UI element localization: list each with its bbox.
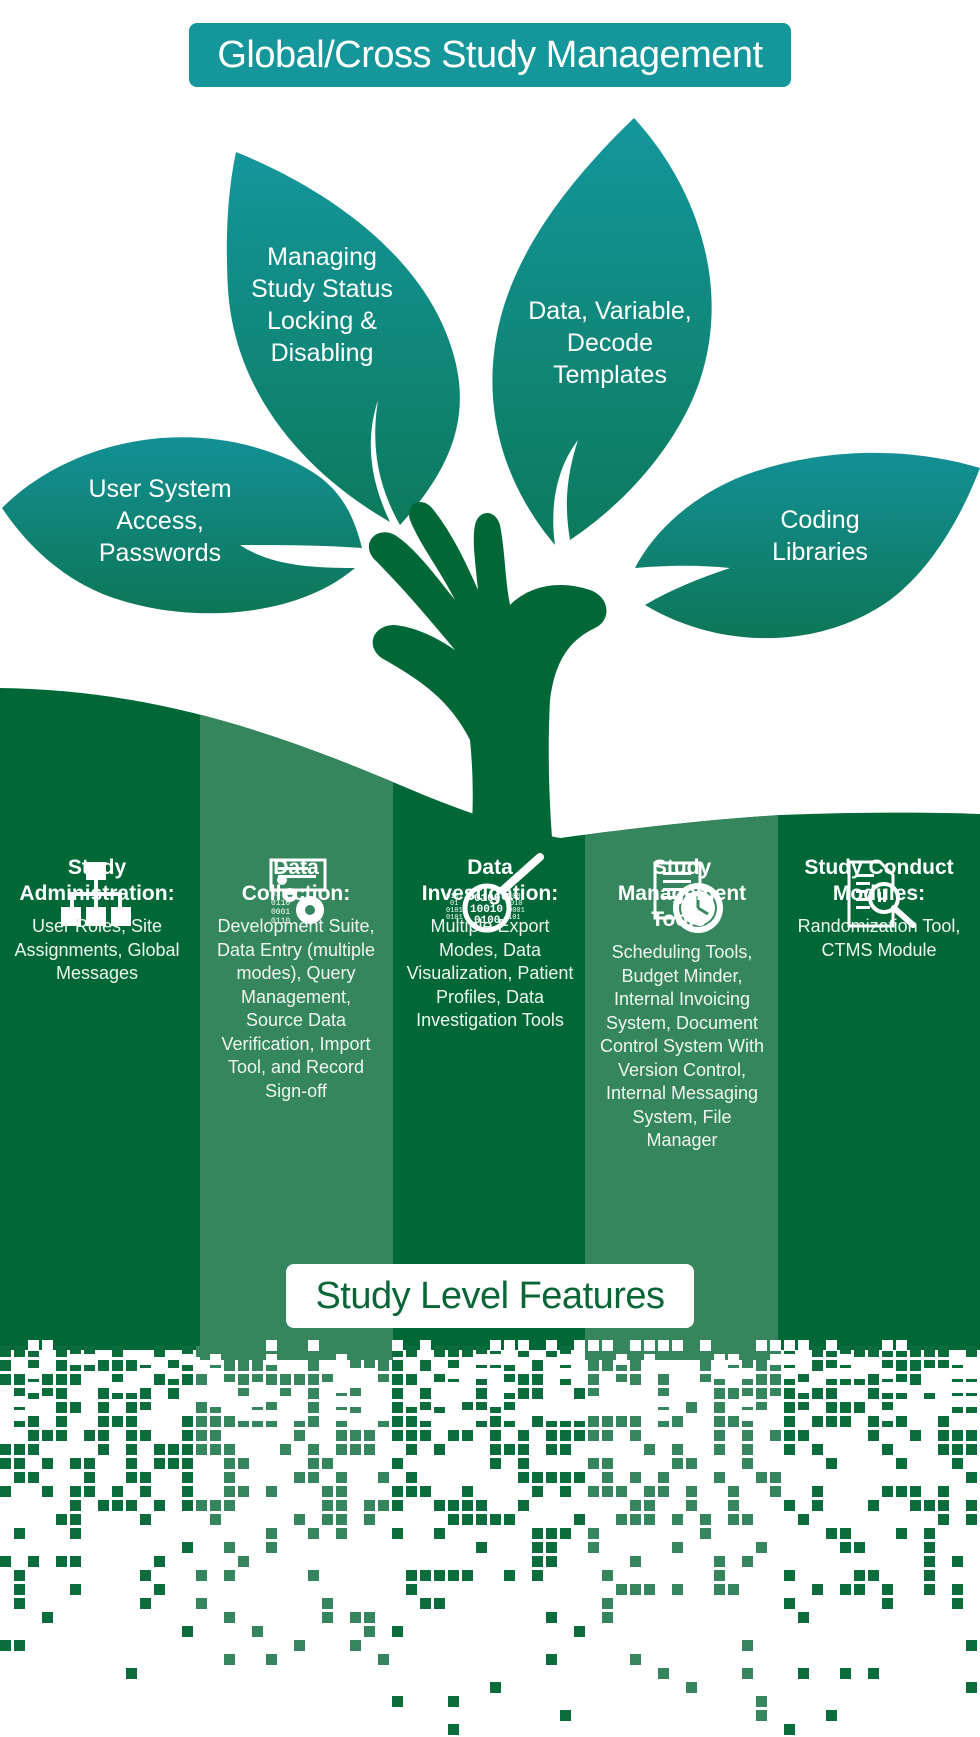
leaf-label-templates: Data, Variable, Decode Templates [528,297,692,389]
pixel-dissolve-pattern [0,1340,977,1735]
leaf-upper-left [226,152,460,525]
column-description: Development Suite, Data Entry (multiple … [216,916,376,1101]
section-title: Study Level Features [286,1264,694,1328]
leaves [2,118,980,639]
leaf-label-study-status: Managing Study Status Locking & Disablin… [251,243,393,367]
column-study-administration: Study Administration: User Roles, Site A… [0,855,194,986]
leaf-label-coding-libraries: Coding Libraries [772,506,868,566]
column-description: Randomization Tool, CTMS Module [797,916,961,960]
column-title: Study Management Tools: [617,856,747,931]
column-description: Multiple Export Modes, Data Visualizatio… [406,916,574,1030]
column-title: Study Administration: [19,856,175,905]
column-title: Study Conduct Modules: [804,856,954,905]
column-study-management-tools: Study Management Tools: Scheduling Tools… [585,855,779,1153]
ground [0,688,980,1360]
column-data-investigation: Data Investigation: Multiple Export Mode… [393,855,587,1033]
column-description: User Roles, Site Assignments, Global Mes… [14,916,180,983]
leaf-label-user-access: User System Access, Passwords [88,475,232,567]
column-stripe [200,688,393,1360]
page-title: Global/Cross Study Management [189,23,791,87]
column-title: Data Investigation: [421,856,559,905]
leaf-upper-right [492,118,712,545]
column-data-collection: Data Collection: Development Suite, Data… [199,855,393,1103]
column-description: Scheduling Tools, Budget Minder, Interna… [599,942,765,1150]
column-study-conduct-modules: Study Conduct Modules: Randomization Too… [782,855,976,962]
hand-trunk [368,501,607,850]
leaf-left [2,437,362,614]
column-title: Data Collection: [241,856,351,905]
leaf-right [635,452,980,639]
